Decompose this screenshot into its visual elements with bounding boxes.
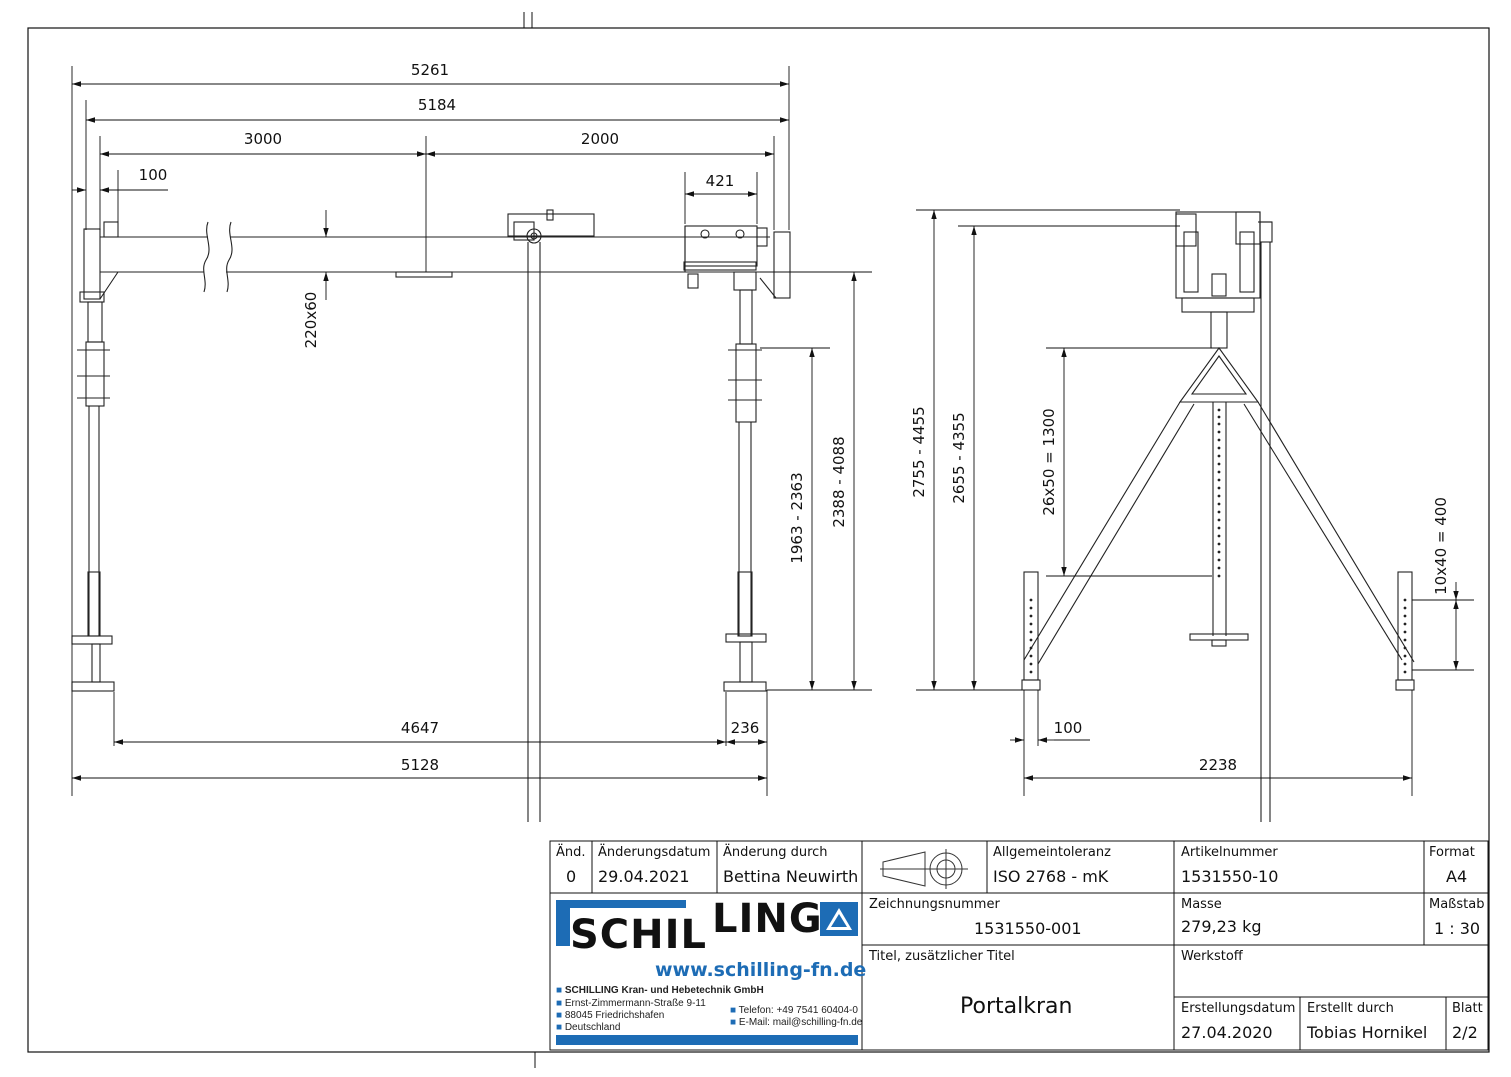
- dim-foot: 236: [731, 719, 760, 737]
- dim-left-span: 3000: [244, 130, 282, 148]
- company-phone: ■ Telefon: +49 7541 60404-0: [730, 1005, 858, 1016]
- square-bullet-icon: ■: [730, 1017, 739, 1028]
- logo-text-part1: SCHIL: [570, 912, 708, 958]
- dim-beam: 5184: [418, 96, 456, 114]
- article-number-value: 1531550-10: [1181, 867, 1279, 886]
- tolerance-label: Allgemeintoleranz: [993, 845, 1111, 860]
- sheet-frame: [27, 27, 1490, 1053]
- change-date-value: 29.04.2021: [598, 867, 690, 886]
- drawing-number-value: 1531550-001: [974, 919, 1082, 938]
- company-country: ■ Deutschland: [556, 1022, 621, 1033]
- square-bullet-icon: ■: [556, 1010, 565, 1021]
- created-by-label: Erstellt durch: [1307, 1001, 1394, 1016]
- square-bullet-icon: ■: [556, 1022, 565, 1033]
- drawing-number-label: Zeichnungsnummer: [869, 897, 1000, 912]
- revision-value: 0: [566, 867, 577, 886]
- company-name: ■ SCHILLING Kran- und Hebetechnik GmbH: [556, 985, 764, 996]
- company-street: ■ Ernst-Zimmermann-Straße 9-11: [556, 998, 706, 1009]
- logo-text-part2: LING: [712, 896, 823, 942]
- dim-width: 2238: [1199, 756, 1237, 774]
- dim-profile: 220x60: [302, 292, 320, 349]
- company-logo: [556, 900, 858, 1045]
- mass-value: 279,23 kg: [1181, 917, 1262, 936]
- dim-beam-height: 2655 - 4355: [950, 412, 968, 503]
- dim-foot-offset: 100: [1054, 719, 1083, 737]
- dim-overall: 5261: [411, 61, 449, 79]
- created-by-value: Tobias Hornikel: [1307, 1023, 1428, 1042]
- dim-hook-height: 2388 - 4088: [830, 436, 848, 527]
- company-website[interactable]: www.schilling-fn.de: [655, 959, 867, 981]
- revision-label: Änd.: [556, 845, 586, 860]
- dim-hole-row: 26x50 = 1300: [1040, 408, 1058, 515]
- format-label: Format: [1429, 845, 1475, 860]
- dim-leg-height: 1963 - 2363: [788, 472, 806, 563]
- dim-trolley: 421: [706, 172, 735, 190]
- side-view: [1021, 211, 1415, 822]
- square-bullet-icon: ■: [556, 985, 565, 996]
- format-value: A4: [1446, 867, 1468, 886]
- dim-right-span: 2000: [581, 130, 619, 148]
- dim-total-height: 2755 - 4455: [910, 406, 928, 497]
- dim-base: 5128: [401, 756, 439, 774]
- tolerance-value: ISO 2768 - mK: [993, 867, 1109, 886]
- company-city: ■ 88045 Friedrichshafen: [556, 1010, 665, 1021]
- changed-by-value: Bettina Neuwirth: [723, 867, 859, 886]
- company-email[interactable]: ■ E-Mail: mail@schilling-fn.de: [730, 1017, 863, 1028]
- drawing-title: Portalkran: [960, 994, 1073, 1019]
- dim-foot-holes: 10x40 = 400: [1432, 497, 1450, 595]
- scale-value: 1 : 30: [1434, 919, 1481, 938]
- square-bullet-icon: ■: [730, 1005, 739, 1016]
- title-label: Titel, zusätzlicher Titel: [869, 949, 1015, 964]
- created-date-value: 27.04.2020: [1181, 1023, 1273, 1042]
- front-view: [71, 209, 791, 822]
- material-label: Werkstoff: [1181, 949, 1243, 964]
- scale-label: Maßstab: [1429, 897, 1485, 912]
- created-date-label: Erstellungsdatum: [1181, 1001, 1296, 1016]
- side-view-holes: [1029, 408, 1407, 674]
- changed-by-label: Änderung durch: [723, 845, 828, 860]
- title-block-grid: [549, 840, 1489, 1051]
- sheet-label: Blatt: [1452, 1001, 1483, 1016]
- square-bullet-icon: ■: [556, 998, 565, 1009]
- change-date-label: Änderungsdatum: [598, 845, 711, 860]
- dim-offset: 100: [139, 166, 168, 184]
- sheet-value: 2/2: [1452, 1023, 1478, 1042]
- tolerance-symbol-icon: [880, 849, 968, 889]
- dim-inner: 4647: [401, 719, 439, 737]
- mass-label: Masse: [1181, 897, 1222, 912]
- article-number-label: Artikelnummer: [1181, 845, 1278, 860]
